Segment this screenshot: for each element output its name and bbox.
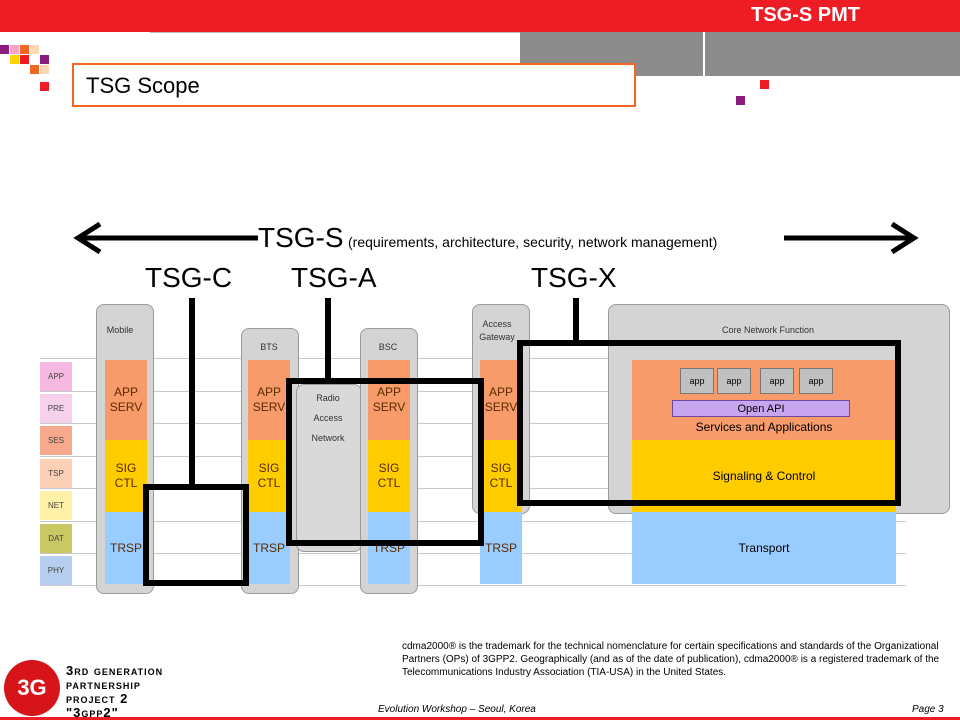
layer-tsp: TSP [40,459,72,488]
tsg-c-scope-frame [143,484,249,586]
core-transport: Transport [632,512,896,584]
tsg-x-connector [573,298,579,344]
logo-3g-badge: 3G [4,660,60,716]
logo-text: 3rd Generation Partnership Project 2 "3G… [66,664,163,720]
tsg-a-label: TSG-A [291,262,377,293]
bts-label: BTS [260,342,278,352]
layer-ses: SES [40,426,72,455]
ran-line-2: Access [313,413,343,423]
layer-pre: PRE [40,394,72,423]
bsc-label: BSC [378,342,398,352]
tsg-x-label: TSG-X [531,262,617,293]
logo-line-2: Partnership [66,677,141,692]
header-bar [0,0,960,32]
bts-trsp: TRSP [248,512,290,584]
trademark-notice: cdma2000® is the trademark for the techn… [402,641,940,678]
tsg-s-heading: TSG-S (requirements, architecture, secur… [258,222,717,254]
tsg-a-connector [325,298,331,382]
tsg-c-connector [189,298,195,488]
ran-line-3: Network [311,433,345,443]
core-network-label: Core Network Function [721,325,815,335]
radio-access-network-label: Radio Access Network [296,388,360,448]
tsg-c-label: TSG-C [145,262,233,293]
tsg-s-label: TSG-S [258,222,344,253]
access-gateway-label: Access Gateway [472,318,522,344]
agw-trsp: TRSP [480,512,522,584]
agw-app-serv: APP SERV [480,360,522,440]
bsc-sig-ctl: SIG CTL [368,440,410,512]
bsc-app-serv: APP SERV [368,360,410,440]
bts-app-serv: APP SERV [248,360,290,440]
logo-line-3: Project 2 [66,691,129,706]
core-open-api: Open API [672,400,850,417]
logo-line-1: 3rd Generation [66,663,164,678]
double-arrow-icon [73,221,919,255]
footer-page-number: Page 3 [912,704,944,715]
mobile-app-serv: APP SERV [105,360,147,440]
mobile-label: Mobile [106,325,134,335]
layer-net: NET [40,491,72,520]
mobile-trsp: TRSP [105,512,147,584]
layer-phy: PHY [40,556,72,585]
core-app-1: app [680,368,714,394]
layer-app: APP [40,362,72,391]
core-app-3: app [760,368,794,394]
footer-bar [0,717,960,720]
logo-line-4: "3GPP2" [66,705,119,720]
header-divider [150,32,520,33]
agw-sig-ctl: SIG CTL [480,440,522,512]
access-gateway-label-1: Access [482,319,512,329]
scope-title-box: TSG Scope [72,63,636,107]
header-title: TSG-S PMT [751,4,860,26]
footer-event: Evolution Workshop – Seoul, Korea [378,704,536,715]
core-app-2: app [717,368,751,394]
layer-dat: DAT [40,524,72,553]
access-gateway-label-2: Gateway [479,332,515,342]
bts-sig-ctl: SIG CTL [248,440,290,512]
mobile-sig-ctl: SIG CTL [105,440,147,512]
scope-title: TSG Scope [86,73,200,98]
tsg-x-scope-frame [517,340,901,506]
ran-line-1: Radio [316,393,340,403]
tsg-s-description: (requirements, architecture, security, n… [348,234,718,250]
core-app-4: app [799,368,833,394]
tsg-a-scope-frame [286,378,484,546]
header-gray-split [703,32,705,76]
